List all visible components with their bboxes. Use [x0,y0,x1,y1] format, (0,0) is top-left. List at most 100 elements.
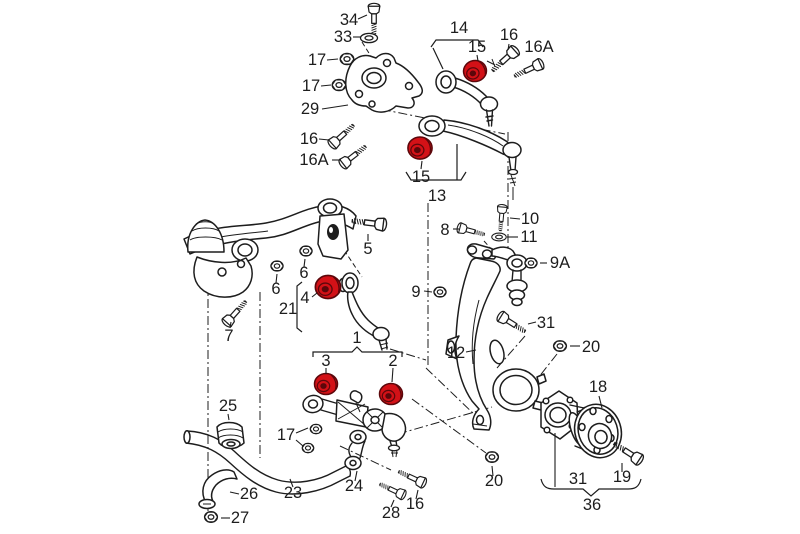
callout-label: 7 [224,327,233,345]
bushing-3[interactable] [313,372,339,396]
nut-17-lower [331,78,347,92]
bolt-28 [377,478,408,502]
callout-label: 16A [524,38,553,56]
callout-36-42[interactable]: 36 [540,478,642,514]
callout-11-21[interactable]: 11 [507,228,538,246]
callout-label: 9 [411,283,420,301]
callout-label: 17 [308,51,326,69]
callout-leader [527,321,537,325]
callout-20-39[interactable]: 20 [485,465,503,490]
callout-9-23[interactable]: 9 [411,283,433,301]
callout-18-27[interactable]: 18 [589,378,607,409]
bushing-15-front[interactable] [461,57,489,85]
callout-label: 26 [240,485,258,503]
stabilizer-link [344,429,367,471]
callout-label: 23 [284,484,302,502]
callout-34-0[interactable]: 34 [340,11,368,29]
callout-16A-6[interactable]: 16A [299,151,341,169]
callout-29-4[interactable]: 29 [301,100,349,118]
nut-6-right [299,245,313,257]
stabilizer-clamp [198,469,238,510]
callout-label: 21 [279,300,297,318]
callout-label: 8 [440,221,449,239]
bolt-34 [367,2,381,36]
nut-17-arm-lower [301,442,315,454]
callout-label: 28 [382,504,400,522]
callout-7-18[interactable]: 7 [224,321,234,345]
callout-17-2[interactable]: 17 [308,51,339,69]
callout-3-29[interactable]: 3 [321,352,331,374]
callout-19-41[interactable]: 19 [613,463,631,486]
callout-leader [507,43,510,51]
callout-15-8[interactable]: 15 [468,38,486,62]
nut-27 [203,511,219,523]
bushing-2[interactable] [378,382,404,406]
callout-leader [311,292,318,298]
steering-knuckle [445,243,547,431]
callout-24-36[interactable]: 24 [345,470,363,495]
upper-front-control-arm [435,58,499,127]
callout-16-5[interactable]: 16 [300,130,330,148]
callout-label: 2 [388,352,397,370]
callout-20-26[interactable]: 20 [570,338,600,356]
callout-4-16[interactable]: 4 [300,289,318,307]
callout-2-30[interactable]: 2 [388,352,398,383]
callout-23-34[interactable]: 23 [284,478,302,502]
callout-leader [318,138,330,141]
callout-12-25[interactable]: 12 [447,344,477,362]
callout-1-28[interactable]: 1 [312,329,403,357]
callout-5-13[interactable]: 5 [363,234,373,258]
callout-label: 11 [520,228,537,246]
callout-6-14[interactable]: 6 [299,258,309,282]
callout-21-17[interactable]: 21 [279,281,303,333]
callout-26-33[interactable]: 26 [229,485,258,503]
subframe [183,198,357,298]
callout-16-38[interactable]: 16 [406,489,424,513]
callout-15-11[interactable]: 15 [412,160,430,186]
callout-10-20[interactable]: 10 [509,210,539,228]
callout-16A-10[interactable]: 16A [524,38,553,56]
callout-8-19[interactable]: 8 [440,221,459,239]
bushing-15-rear[interactable] [407,136,433,160]
callout-label: 19 [613,468,631,486]
callout-label: 16 [300,130,318,148]
callout-27-35[interactable]: 27 [221,509,249,527]
callout-leader [391,367,394,383]
bolt-16-left [325,120,359,152]
callout-28-37[interactable]: 28 [382,499,400,522]
callout-label: 24 [345,477,363,495]
callout-17-3[interactable]: 17 [302,77,332,95]
callout-13-12[interactable]: 13 [405,144,467,205]
callout-label: 6 [299,264,308,282]
callout-6-15[interactable]: 6 [271,273,281,298]
callout-leader [357,14,368,20]
callout-leader [229,321,232,329]
callout-label: 15 [412,168,430,186]
callout-9A-22[interactable]: 9A [540,254,570,272]
callout-leader [227,413,230,421]
callout-label: 16A [299,151,328,169]
callout-leader [390,499,395,508]
callout-16-9[interactable]: 16 [500,26,518,51]
callout-leader [354,470,358,482]
callout-14-7[interactable]: 14 [430,19,484,70]
washer-33 [359,32,379,44]
callout-leader [326,58,339,61]
callout-bracket [405,144,467,181]
bolt-8 [455,221,487,241]
callout-label: 34 [340,11,358,29]
callout-label: 25 [219,397,237,415]
callout-leader [423,290,433,293]
lower-front-control-arm [338,272,390,351]
callout-25-32[interactable]: 25 [219,397,237,421]
bushing-4[interactable] [314,274,342,300]
callout-label: 12 [447,344,465,362]
callout-31-40[interactable]: 31 [554,433,587,488]
callout-17-31[interactable]: 17 [277,426,309,447]
washer-11 [491,232,507,242]
callout-31-24[interactable]: 31 [527,314,555,332]
callout-33-1[interactable]: 33 [334,28,361,46]
callout-leader [303,258,306,268]
